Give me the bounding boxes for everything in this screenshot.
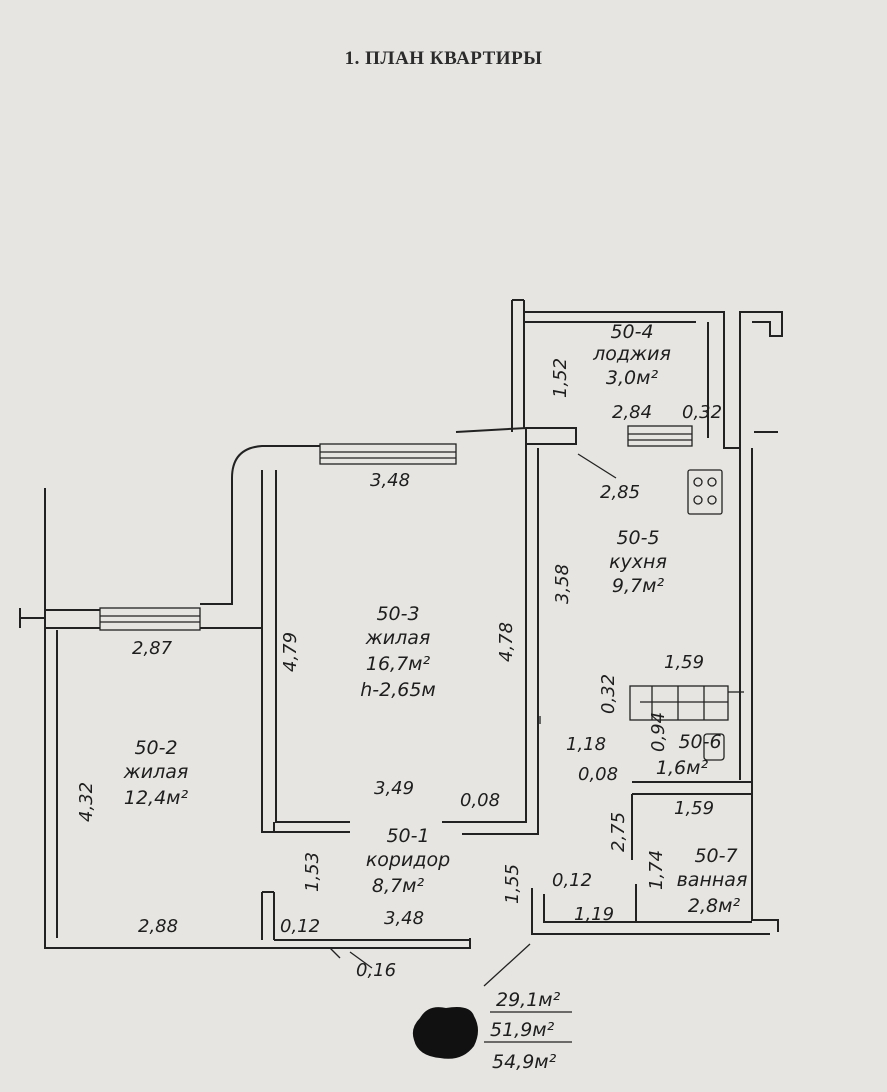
page-title: 1. ПЛАН КВАРТИРЫ bbox=[344, 48, 543, 69]
area-totals: 29,1м² 51,9м² 54,9м² bbox=[412, 989, 572, 1073]
dim-label: 0,32 bbox=[598, 674, 619, 714]
dim-label: 1,18 bbox=[566, 734, 606, 755]
dim-label: 3,48 bbox=[384, 908, 424, 929]
room-50-6: 50-6 1,6м² bbox=[656, 731, 722, 779]
room-50-5: 50-5 кухня 9,7м² bbox=[609, 527, 667, 597]
room-id: 50-3 bbox=[376, 603, 419, 625]
room-area: 2,8м² bbox=[688, 895, 741, 917]
room-50-3: 50-3 жилая 16,7м² h-2,65м bbox=[360, 603, 436, 701]
dim-label: 0,16 bbox=[356, 960, 396, 981]
dim-label: 1,59 bbox=[664, 652, 704, 673]
dim-label: 0,08 bbox=[578, 764, 618, 785]
room-type: кухня bbox=[609, 551, 667, 573]
dim-label: 1,53 bbox=[302, 852, 323, 892]
dim-label: 2,75 bbox=[608, 812, 629, 852]
dim-label: 1,52 bbox=[550, 358, 571, 398]
room-type: лоджия bbox=[592, 343, 671, 365]
dim-label: 3,58 bbox=[552, 564, 573, 604]
room-height: h-2,65м bbox=[360, 679, 436, 701]
room-50-2: 50-2 жилая 12,4м² bbox=[123, 737, 189, 809]
room-area: 16,7м² bbox=[366, 653, 431, 675]
room-50-1: 50-1 коридор 8,7м² bbox=[366, 825, 450, 897]
walls bbox=[19, 299, 783, 987]
room-id: 50-1 bbox=[386, 825, 429, 847]
dim-label: 1,74 bbox=[646, 850, 667, 890]
dim-label: 1,19 bbox=[574, 904, 614, 925]
dim-label: 0,08 bbox=[460, 790, 500, 811]
dim-label: 2,88 bbox=[138, 916, 178, 937]
room-type: жилая bbox=[123, 761, 189, 783]
dim-label: 3,49 bbox=[374, 778, 414, 799]
dim-label: 4,78 bbox=[496, 622, 517, 662]
room-type: ванная bbox=[677, 869, 748, 891]
room-id: 50-7 bbox=[694, 845, 737, 867]
dim-label: 3,48 bbox=[370, 470, 410, 491]
dim-label: 4,79 bbox=[280, 632, 301, 672]
room-50-7: 50-7 ванная 2,8м² bbox=[677, 845, 748, 917]
room-id: 50-6 bbox=[678, 731, 721, 753]
dim-label: 2,87 bbox=[132, 638, 173, 659]
dim-label: 4,32 bbox=[76, 782, 97, 822]
dim-label: 2,85 bbox=[600, 482, 640, 503]
room-id: 50-2 bbox=[134, 737, 177, 759]
dim-label: 0,32 bbox=[682, 402, 722, 423]
room-area: 3,0м² bbox=[606, 367, 659, 389]
total-area: 51,9м² bbox=[490, 1019, 555, 1041]
redaction-mark bbox=[412, 1007, 478, 1059]
room-id: 50-4 bbox=[610, 321, 653, 343]
dim-label: 0,12 bbox=[552, 870, 592, 891]
room-id: 50-5 bbox=[616, 527, 659, 549]
total-area-with-loggia: 54,9м² bbox=[492, 1051, 557, 1073]
dim-label: 1,55 bbox=[502, 864, 523, 904]
room-area: 1,6м² bbox=[656, 757, 709, 779]
room-area: 12,4м² bbox=[124, 787, 189, 809]
room-type: жилая bbox=[365, 627, 431, 649]
room-50-4: 50-4 лоджия 3,0м² bbox=[592, 321, 671, 389]
dimension-labels: 1,52 2,84 0,32 3,48 2,85 3,58 2,87 4,79 … bbox=[76, 358, 722, 981]
dim-label: 0,12 bbox=[280, 916, 320, 937]
dim-label: 1,59 bbox=[674, 798, 714, 819]
total-living-area: 29,1м² bbox=[496, 989, 561, 1011]
room-type: коридор bbox=[366, 849, 450, 871]
dim-label: 0,94 bbox=[648, 712, 669, 752]
room-area: 9,7м² bbox=[612, 575, 665, 597]
dim-label: 2,84 bbox=[612, 402, 652, 423]
room-area: 8,7м² bbox=[372, 875, 425, 897]
